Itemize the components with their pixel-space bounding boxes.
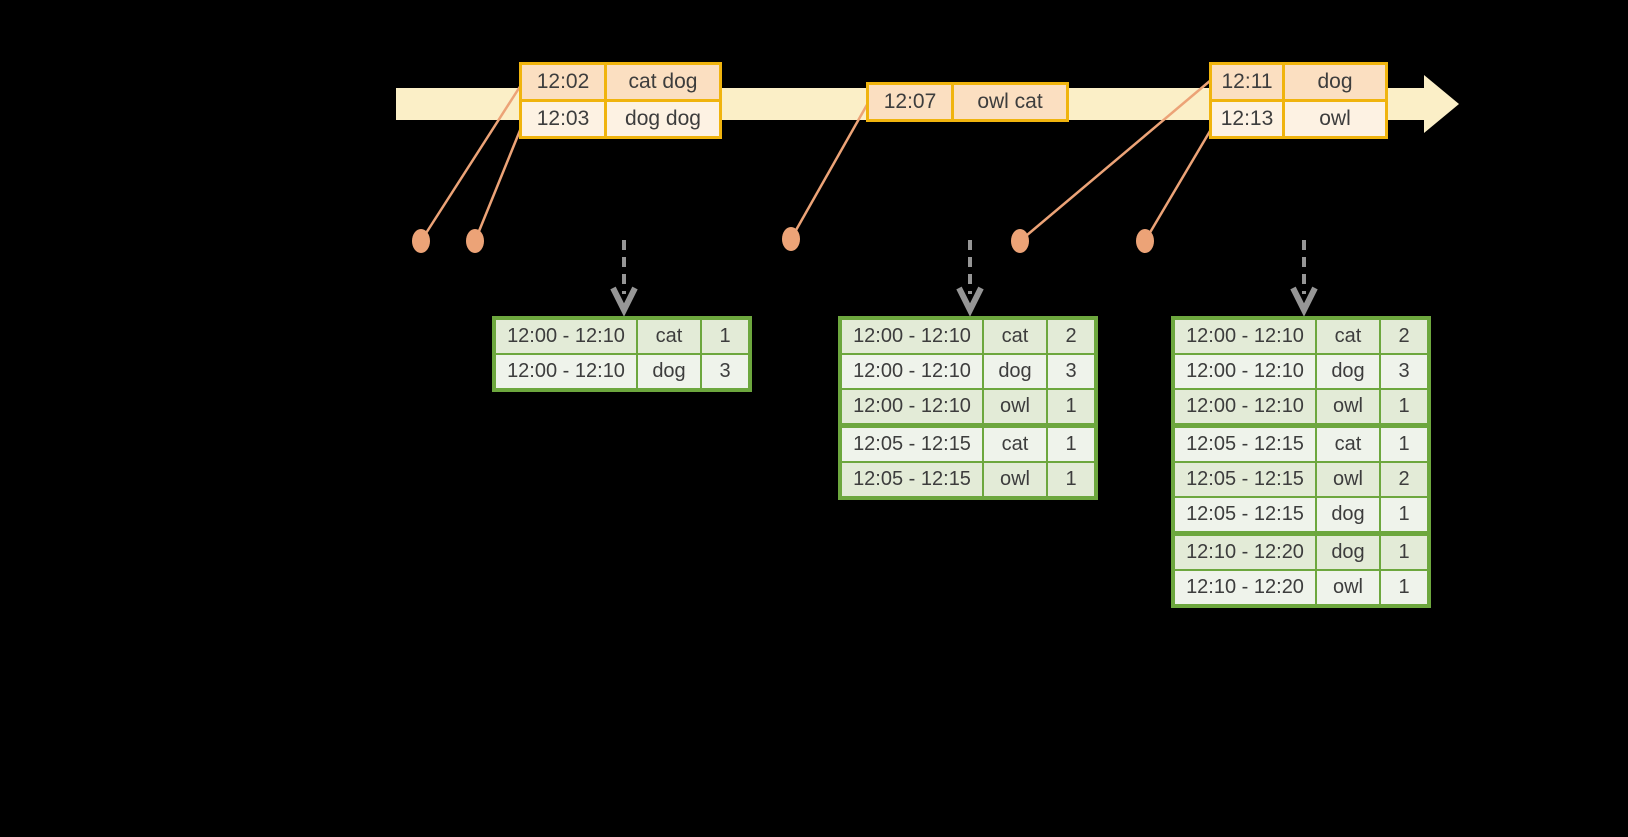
event-time-cell: 12:07	[866, 82, 954, 122]
count-cell: 1	[1379, 388, 1430, 427]
event-row: 12:02 cat dog	[519, 62, 722, 102]
event-dot	[782, 227, 800, 251]
word-cell: owl	[982, 461, 1048, 499]
event-time-cell: 12:02	[519, 62, 607, 102]
result-row: 12:00 - 12:10 owl 1	[839, 388, 1097, 427]
trigger-arrow-icon	[956, 240, 984, 317]
window-cell: 12:00 - 12:10	[1172, 353, 1317, 390]
event-row: 12:07 owl cat	[866, 82, 1069, 122]
event-row: 12:03 dog dog	[519, 99, 722, 139]
event-time-cell: 12:13	[1209, 99, 1285, 139]
word-cell: owl	[1315, 461, 1381, 498]
count-cell: 2	[1046, 317, 1097, 355]
count-cell: 1	[1379, 496, 1430, 535]
result-row: 12:10 - 12:20 dog 1	[1172, 531, 1430, 571]
window-cell: 12:00 - 12:10	[493, 317, 638, 355]
result-row: 12:00 - 12:10 cat 2	[839, 317, 1097, 355]
word-cell: dog	[982, 353, 1048, 390]
event-words-cell: owl cat	[951, 82, 1069, 122]
count-cell: 3	[1046, 353, 1097, 390]
result-row: 12:00 - 12:10 cat 1	[493, 317, 751, 355]
result-row: 12:10 - 12:20 owl 1	[1172, 569, 1430, 607]
event-words-cell: cat dog	[604, 62, 722, 102]
event-connector-line	[1143, 125, 1215, 242]
result-row: 12:00 - 12:10 dog 3	[839, 353, 1097, 390]
event-words-cell: dog	[1282, 62, 1388, 102]
event-table-batch-1: 12:02 cat dog 12:03 dog dog	[519, 62, 722, 139]
event-dot	[466, 229, 484, 253]
event-time-cell: 12:03	[519, 99, 607, 139]
result-row: 12:00 - 12:10 cat 2	[1172, 317, 1430, 355]
word-cell: dog	[1315, 353, 1381, 390]
result-row: 12:05 - 12:15 cat 1	[839, 423, 1097, 463]
word-cell: cat	[636, 317, 702, 355]
result-row: 12:05 - 12:15 owl 2	[1172, 461, 1430, 498]
event-words-cell: owl	[1282, 99, 1388, 139]
result-row: 12:05 - 12:15 owl 1	[839, 461, 1097, 499]
count-cell: 1	[1379, 569, 1430, 607]
word-cell: owl	[982, 388, 1048, 427]
window-cell: 12:00 - 12:10	[839, 353, 984, 390]
window-cell: 12:05 - 12:15	[839, 423, 984, 463]
trigger-arrow-icon	[610, 240, 638, 317]
event-connector-line	[473, 122, 525, 242]
count-cell: 1	[1379, 423, 1430, 463]
word-cell: owl	[1315, 388, 1381, 427]
event-dot	[412, 229, 430, 253]
window-cell: 12:05 - 12:15	[1172, 496, 1317, 535]
event-row: 12:11 dog	[1209, 62, 1388, 102]
word-cell: dog	[1315, 531, 1381, 571]
event-connector-line	[1019, 79, 1212, 242]
event-table-batch-3: 12:11 dog 12:13 owl	[1209, 62, 1388, 139]
event-time-cell: 12:11	[1209, 62, 1285, 102]
result-row: 12:05 - 12:15 dog 1	[1172, 496, 1430, 535]
window-cell: 12:00 - 12:10	[1172, 388, 1317, 427]
count-cell: 1	[1046, 388, 1097, 427]
count-cell: 3	[1379, 353, 1430, 390]
count-cell: 3	[700, 353, 751, 391]
count-cell: 2	[1379, 317, 1430, 355]
result-row: 12:00 - 12:10 dog 3	[1172, 353, 1430, 390]
event-table-batch-2: 12:07 owl cat	[866, 82, 1069, 122]
result-row: 12:00 - 12:10 dog 3	[493, 353, 751, 391]
window-cell: 12:00 - 12:10	[1172, 317, 1317, 355]
event-words-cell: dog dog	[604, 99, 722, 139]
word-cell: cat	[1315, 423, 1381, 463]
word-cell: owl	[1315, 569, 1381, 607]
result-table-trigger-3: 12:00 - 12:10 cat 2 12:00 - 12:10 dog 3 …	[1171, 316, 1431, 608]
window-cell: 12:10 - 12:20	[1172, 531, 1317, 571]
word-cell: dog	[636, 353, 702, 391]
window-cell: 12:10 - 12:20	[1172, 569, 1317, 607]
window-cell: 12:05 - 12:15	[1172, 423, 1317, 463]
result-row: 12:05 - 12:15 cat 1	[1172, 423, 1430, 463]
window-cell: 12:05 - 12:15	[839, 461, 984, 499]
count-cell: 1	[1046, 461, 1097, 499]
result-table-trigger-1: 12:00 - 12:10 cat 1 12:00 - 12:10 dog 3	[492, 316, 752, 392]
window-cell: 12:05 - 12:15	[1172, 461, 1317, 498]
result-row: 12:00 - 12:10 owl 1	[1172, 388, 1430, 427]
window-cell: 12:00 - 12:10	[839, 388, 984, 427]
word-cell: dog	[1315, 496, 1381, 535]
word-cell: cat	[982, 317, 1048, 355]
result-table-trigger-2: 12:00 - 12:10 cat 2 12:00 - 12:10 dog 3 …	[838, 316, 1098, 500]
count-cell: 1	[1379, 531, 1430, 571]
event-dot	[1011, 229, 1029, 253]
event-connector-line	[789, 102, 870, 240]
count-cell: 1	[700, 317, 751, 355]
count-cell: 2	[1379, 461, 1430, 498]
count-cell: 1	[1046, 423, 1097, 463]
event-dot	[1136, 229, 1154, 253]
window-cell: 12:00 - 12:10	[839, 317, 984, 355]
event-row: 12:13 owl	[1209, 99, 1388, 139]
timeline-arrowhead-icon	[1424, 75, 1459, 133]
trigger-arrow-icon	[1290, 240, 1318, 317]
word-cell: cat	[1315, 317, 1381, 355]
window-cell: 12:00 - 12:10	[493, 353, 638, 391]
word-cell: cat	[982, 423, 1048, 463]
event-connector-line	[419, 84, 523, 242]
